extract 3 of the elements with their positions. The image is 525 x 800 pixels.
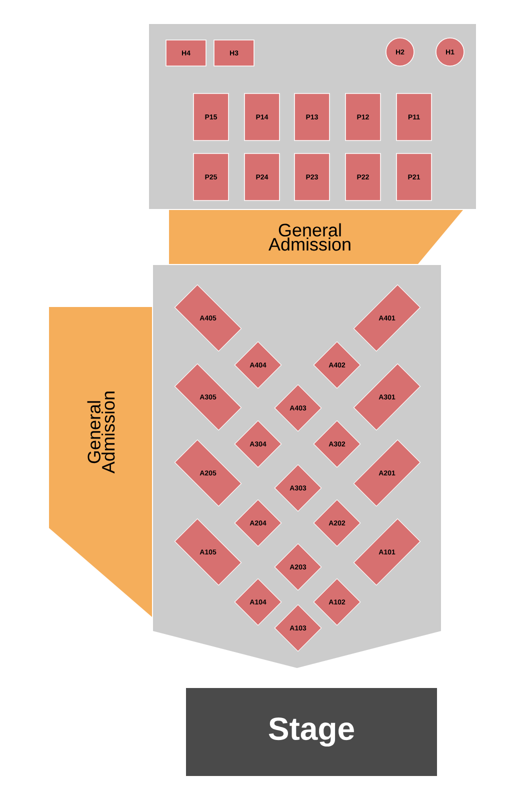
general-admission-area: General Admission bbox=[49, 307, 152, 617]
general-admission-area: General Admission bbox=[169, 210, 463, 264]
stage: Stage bbox=[186, 688, 437, 776]
